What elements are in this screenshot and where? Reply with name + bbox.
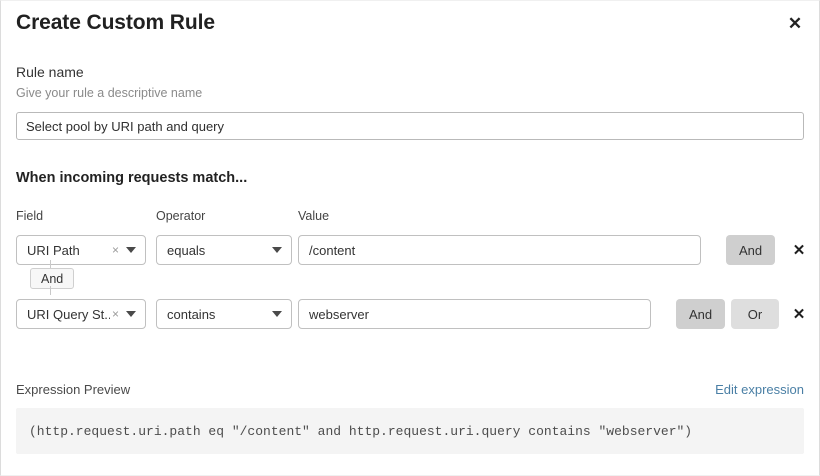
delete-condition-button-2[interactable]: ✕ bbox=[788, 299, 810, 329]
field-select-1[interactable]: URI Path × bbox=[16, 235, 146, 265]
field-select-2-value: URI Query St... bbox=[27, 306, 110, 322]
operator-select-2[interactable]: contains bbox=[156, 299, 292, 329]
operator-select-2-value: contains bbox=[167, 306, 216, 322]
condition-connector: And bbox=[16, 260, 804, 295]
column-header-value: Value bbox=[298, 209, 330, 223]
column-header-operator: Operator bbox=[156, 209, 206, 223]
clear-icon[interactable]: × bbox=[111, 243, 119, 257]
operator-select-1-value: equals bbox=[167, 242, 206, 258]
or-button-2[interactable]: Or bbox=[731, 299, 779, 329]
rule-name-help-text: Give your rule a descriptive name bbox=[16, 86, 203, 100]
dialog-header: Create Custom Rule ✕ bbox=[16, 1, 804, 36]
column-header-field: Field bbox=[16, 209, 44, 223]
expression-preview-header: Expression Preview Edit expression bbox=[16, 382, 804, 397]
rule-name-label: Rule name bbox=[16, 64, 84, 80]
delete-condition-button-1[interactable]: ✕ bbox=[788, 235, 810, 265]
and-button-2[interactable]: And bbox=[676, 299, 726, 329]
connector-line-bottom bbox=[50, 286, 51, 295]
expression-code-block: (http.request.uri.path eq "/content" and… bbox=[16, 408, 804, 454]
and-button-1[interactable]: And bbox=[726, 235, 776, 265]
field-select-1-value: URI Path bbox=[27, 242, 80, 258]
match-section-heading: When incoming requests match... bbox=[16, 170, 248, 186]
condition-column-headers: Field Operator Value bbox=[16, 207, 804, 226]
condition-row: URI Query St... × contains And Or ✕ bbox=[16, 299, 805, 329]
operator-select-1[interactable]: equals bbox=[156, 235, 292, 265]
chevron-down-icon bbox=[272, 247, 282, 253]
field-select-2[interactable]: URI Query St... × bbox=[16, 299, 146, 329]
connector-and-chip[interactable]: And bbox=[30, 268, 75, 289]
expression-preview-label: Expression Preview bbox=[16, 382, 131, 397]
connector-line-top bbox=[50, 260, 51, 268]
value-input-2[interactable] bbox=[298, 299, 651, 329]
condition-row: URI Path × equals And ✕ bbox=[16, 235, 805, 265]
close-icon[interactable]: ✕ bbox=[784, 12, 806, 34]
chevron-down-icon bbox=[272, 311, 282, 317]
clear-icon[interactable]: × bbox=[111, 307, 119, 321]
edit-expression-link[interactable]: Edit expression bbox=[715, 382, 804, 397]
page-title: Create Custom Rule bbox=[16, 11, 215, 34]
chevron-down-icon bbox=[126, 311, 136, 317]
value-input-1[interactable] bbox=[298, 235, 701, 265]
chevron-down-icon bbox=[126, 247, 136, 253]
rule-name-input[interactable] bbox=[16, 112, 804, 140]
